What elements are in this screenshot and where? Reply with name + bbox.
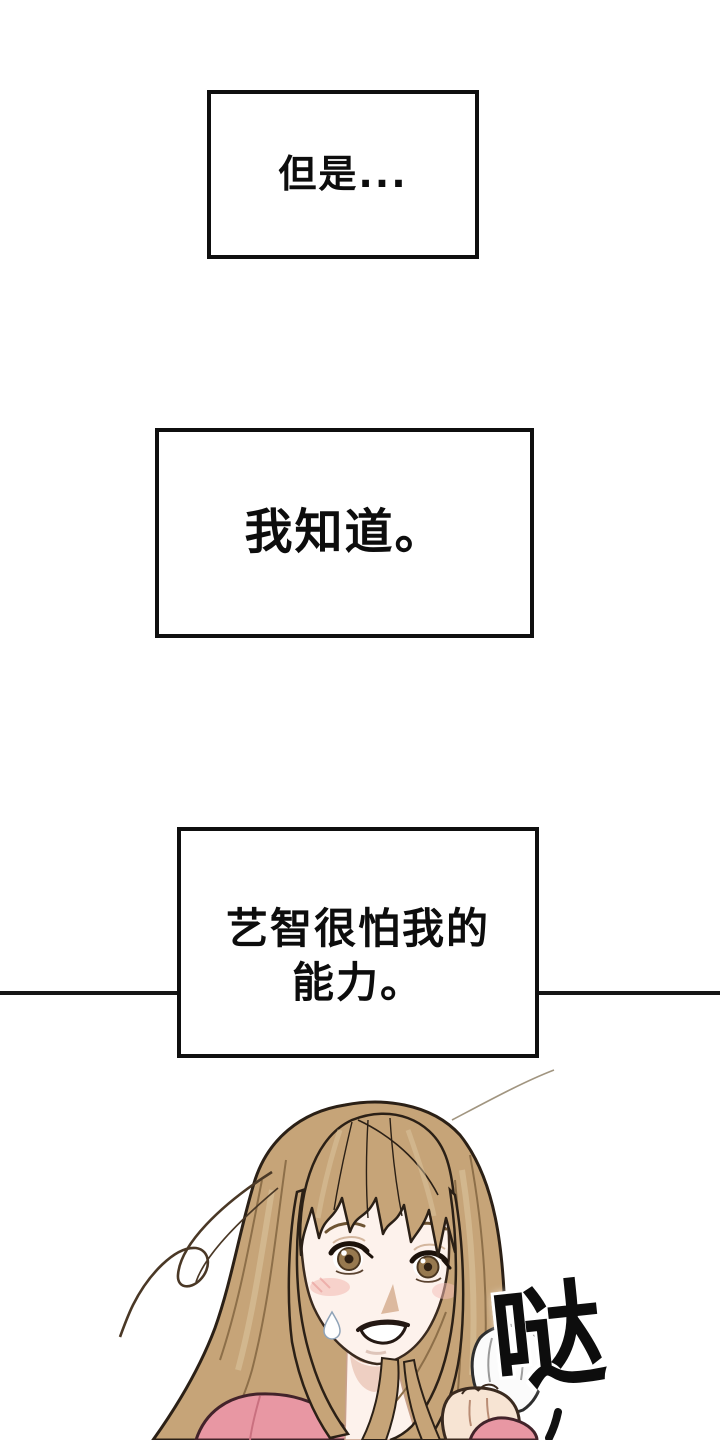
knuckle-lines bbox=[461, 1383, 499, 1395]
blush-right bbox=[432, 1283, 458, 1299]
hair-lock-left bbox=[287, 1188, 351, 1440]
narration-text-1: 但是... bbox=[278, 152, 408, 197]
stray-hair-wisp bbox=[451, 1069, 555, 1121]
character-illustration bbox=[118, 1069, 562, 1440]
eyebrow-left bbox=[324, 1221, 366, 1234]
right-eye bbox=[409, 1243, 452, 1283]
pink-cuff bbox=[468, 1416, 539, 1440]
face bbox=[299, 1156, 458, 1366]
left-eye bbox=[328, 1236, 374, 1275]
hair-chest-strands bbox=[360, 1356, 442, 1440]
narration-text-3-line1: 艺智很怕我的 bbox=[225, 903, 490, 953]
narration-text-3-line2: 能力。 bbox=[291, 957, 424, 1007]
nose-shadow bbox=[381, 1284, 399, 1314]
narration-box-2: 我知道。 bbox=[155, 428, 534, 638]
hair-strand-loop bbox=[118, 1170, 279, 1338]
narration-text-3: 艺智很怕我的 能力。 bbox=[226, 902, 490, 1010]
hair-bangs bbox=[298, 1112, 457, 1258]
sfx-text: 哒 bbox=[485, 1267, 611, 1409]
mouth bbox=[356, 1319, 410, 1355]
lip-shadow bbox=[365, 1349, 387, 1355]
narration-box-1: 但是... bbox=[207, 90, 479, 259]
sfx-stroke-fragment bbox=[545, 1408, 562, 1440]
blush-lines bbox=[311, 1277, 331, 1293]
narration-text-2: 我知道。 bbox=[244, 504, 445, 561]
narration-box-3: 艺智很怕我的 能力。 bbox=[177, 827, 539, 1058]
sweat-drop bbox=[323, 1310, 341, 1340]
hair-lock-right bbox=[389, 1186, 465, 1440]
